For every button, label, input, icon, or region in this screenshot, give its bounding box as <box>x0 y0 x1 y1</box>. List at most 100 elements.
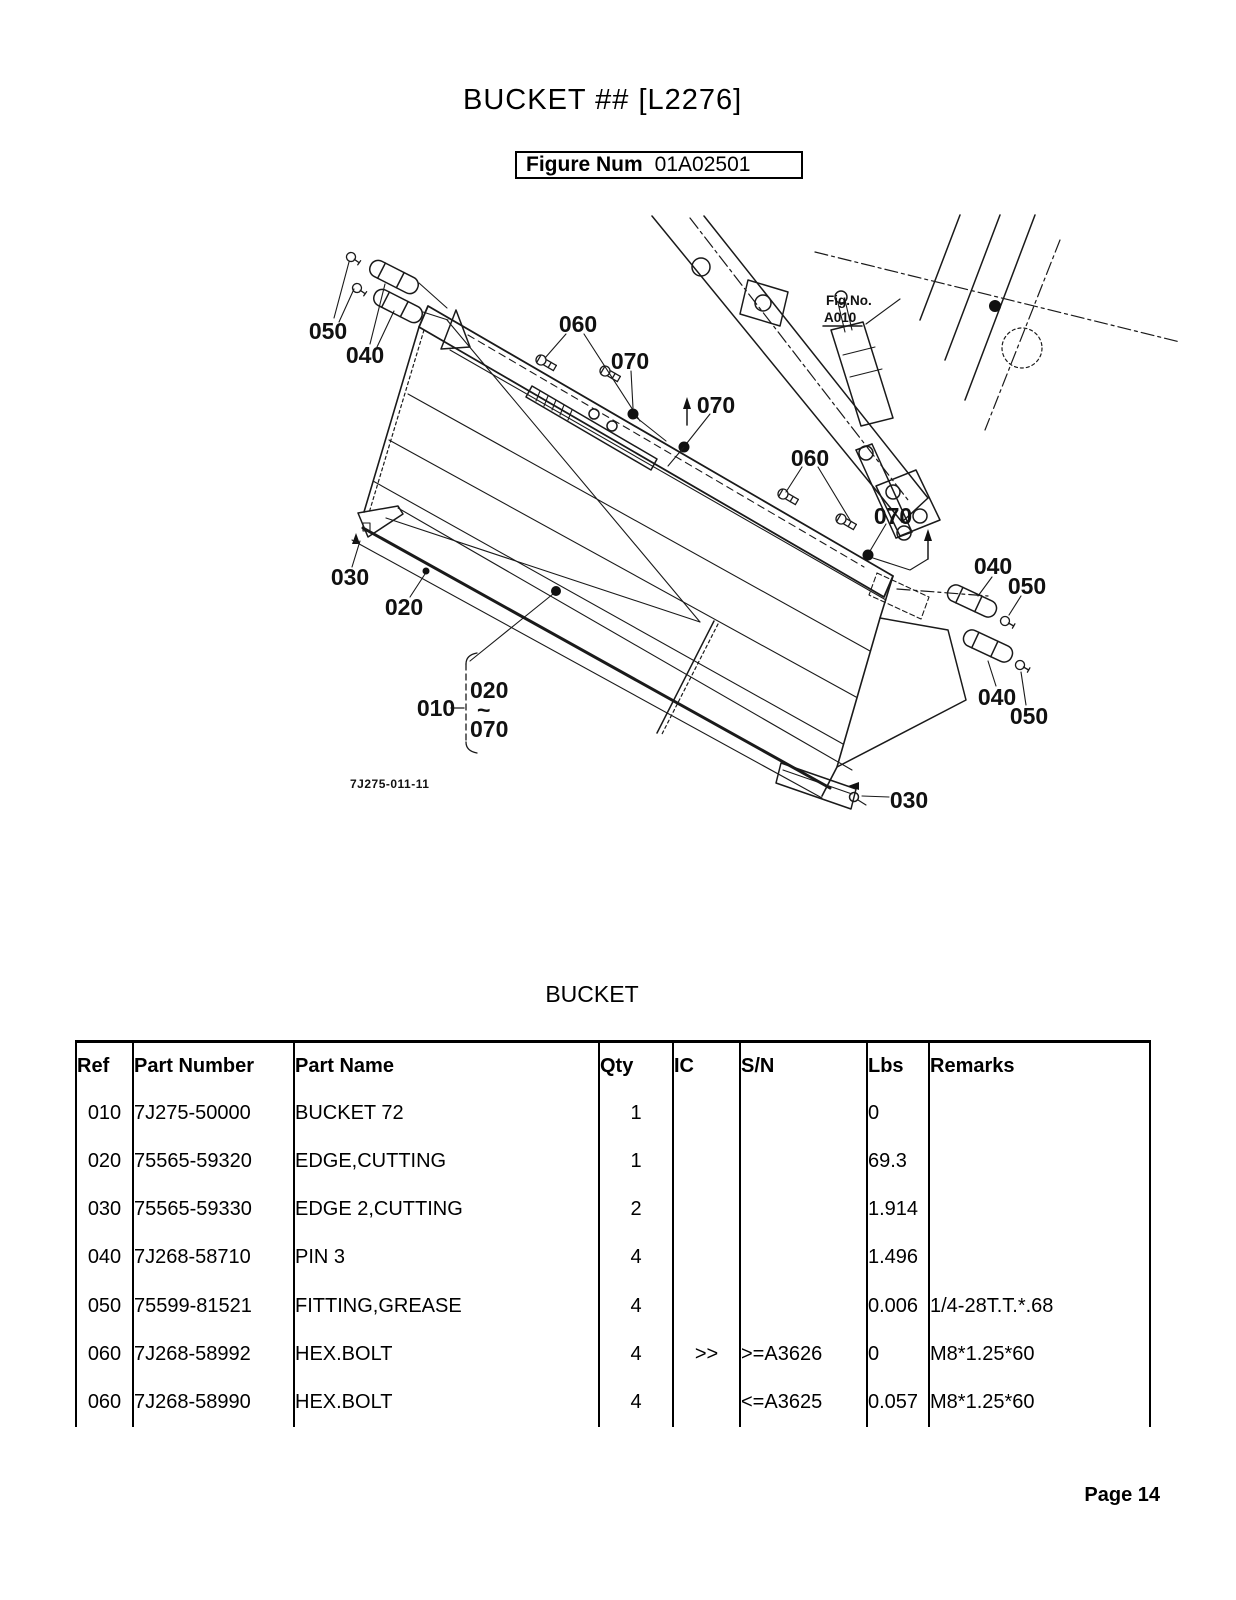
cell-ic <box>672 1137 740 1186</box>
cell-remarks <box>928 1233 1149 1283</box>
cell-part-number: 75565-59330 <box>132 1185 294 1234</box>
cutting-edge-end-plate <box>775 762 890 810</box>
figure-number-label: Figure Num <box>526 153 643 176</box>
cell-ic <box>672 1185 740 1234</box>
callout-040-right1: 040 <box>974 553 1012 579</box>
callout-070-middle: 070 <box>611 348 649 374</box>
table-row: 030 75565-59330 EDGE 2,CUTTING 2 1.914 <box>77 1185 1149 1234</box>
cell-part-number: 7J268-58992 <box>132 1330 294 1379</box>
table-row: 060 7J268-58992 HEX.BOLT 4 >> >=A3626 0 … <box>77 1330 1149 1379</box>
col-header-part-name: Part Name <box>293 1043 599 1089</box>
cell-part-name: FITTING,GREASE <box>293 1282 599 1331</box>
table-header-row: Ref Part Number Part Name Qty IC S/N Lbs… <box>77 1043 1149 1089</box>
cell-part-name: EDGE 2,CUTTING <box>293 1185 599 1234</box>
figure-number-value: 01A02501 <box>654 153 751 176</box>
parts-table-container: Ref Part Number Part Name Qty IC S/N Lbs… <box>75 1040 1151 1427</box>
cell-qty: 1 <box>598 1137 673 1186</box>
callout-040-topleft: 040 <box>346 342 384 368</box>
cell-ic: >> <box>672 1330 740 1379</box>
fig-ref-line1: Fig.No. <box>826 293 872 308</box>
callout-070-middle2: 070 <box>697 392 735 418</box>
cell-part-number: 75565-59320 <box>132 1137 294 1186</box>
callout-040-right2: 040 <box>978 684 1016 710</box>
callout-050-topleft: 050 <box>309 318 347 344</box>
cell-part-number: 75599-81521 <box>132 1282 294 1331</box>
cell-lbs: 0.006 <box>866 1282 929 1331</box>
cell-part-number: 7J268-58990 <box>132 1378 294 1427</box>
col-header-qty: Qty <box>598 1043 673 1089</box>
bucket-body <box>351 305 989 799</box>
cell-ic <box>672 1089 740 1138</box>
cell-part-name: PIN 3 <box>293 1233 599 1283</box>
cell-lbs: 1.914 <box>866 1185 929 1234</box>
col-header-lbs: Lbs <box>866 1043 929 1089</box>
cell-ic <box>672 1282 740 1331</box>
cell-lbs: 0 <box>866 1089 929 1138</box>
table-row: 050 75599-81521 FITTING,GREASE 4 0.006 1… <box>77 1282 1149 1331</box>
cell-sn <box>739 1185 867 1234</box>
cell-sn <box>739 1233 867 1283</box>
figure-number-box: Figure Num 01A02501 <box>515 151 803 179</box>
cell-remarks: M8*1.25*60 <box>928 1330 1149 1379</box>
callout-range-start: 020 <box>470 677 508 703</box>
callout-060-middle: 060 <box>559 311 597 337</box>
cell-ref: 020 <box>87 1149 122 1172</box>
cell-ref: 010 <box>87 1101 122 1124</box>
cell-ref: 050 <box>87 1294 122 1317</box>
callout-060-right: 060 <box>791 445 829 471</box>
table-row: 020 75565-59320 EDGE,CUTTING 1 69.3 <box>77 1137 1149 1186</box>
table-row: 040 7J268-58710 PIN 3 4 1.496 <box>77 1233 1149 1283</box>
cell-part-name: EDGE,CUTTING <box>293 1137 599 1186</box>
parts-table: Ref Part Number Part Name Qty IC S/N Lbs… <box>77 1043 1149 1427</box>
cell-sn: <=A3625 <box>739 1378 867 1427</box>
col-header-ic: IC <box>672 1043 740 1089</box>
cell-ref: 030 <box>87 1198 122 1221</box>
cell-lbs: 0.057 <box>866 1378 929 1427</box>
page-title: BUCKET ## [L2276] <box>463 84 743 116</box>
cell-sn <box>739 1089 867 1138</box>
callout-050-right2: 050 <box>1010 703 1048 729</box>
callout-range-tilde: ~ <box>477 697 490 723</box>
col-header-ref: Ref <box>77 1054 110 1077</box>
cell-part-name: BUCKET 72 <box>293 1089 599 1138</box>
cell-sn <box>739 1282 867 1331</box>
cell-qty: 4 <box>598 1233 673 1283</box>
cell-remarks <box>928 1137 1149 1186</box>
bolt-group-right <box>775 466 932 571</box>
cell-ref: 060 <box>87 1343 122 1366</box>
exploded-parts-diagram: Fig.No. A010 <box>309 214 1181 813</box>
cell-qty: 4 <box>598 1378 673 1427</box>
table-section-title: BUCKET <box>545 981 639 1007</box>
table-row: 060 7J268-58990 HEX.BOLT 4 <=A3625 0.057… <box>77 1378 1149 1427</box>
cell-qty: 4 <box>598 1282 673 1331</box>
cell-part-name: HEX.BOLT <box>293 1378 599 1427</box>
drawing-number: 7J275-011-11 <box>350 777 429 791</box>
bolt-group-middle <box>525 333 711 471</box>
assembly-callout-group <box>351 540 561 754</box>
col-header-remarks: Remarks <box>928 1043 1149 1089</box>
cell-qty: 1 <box>598 1089 673 1138</box>
table-row: 010 7J275-50000 BUCKET 72 1 0 <box>77 1089 1149 1138</box>
page-number: Page 14 <box>1084 1484 1160 1506</box>
callout-range-end: 070 <box>470 716 508 742</box>
cell-lbs: 0 <box>866 1330 929 1379</box>
cell-remarks: M8*1.25*60 <box>928 1378 1149 1427</box>
cell-ref: 060 <box>87 1391 122 1414</box>
cell-lbs: 69.3 <box>866 1137 929 1186</box>
col-header-sn: S/N <box>739 1043 867 1089</box>
callout-030-left: 030 <box>331 564 369 590</box>
callout-010-assembly: 010 <box>417 695 455 721</box>
callout-050-right1: 050 <box>1008 573 1046 599</box>
cell-sn: >=A3626 <box>739 1330 867 1379</box>
cell-remarks <box>928 1089 1149 1138</box>
pin-group-right <box>944 576 1032 706</box>
cell-ic <box>672 1233 740 1283</box>
cell-remarks: 1/4-28T.T.*.68 <box>928 1282 1149 1331</box>
cell-part-number: 7J275-50000 <box>132 1089 294 1138</box>
callout-030-bottomright: 030 <box>890 787 928 813</box>
cell-lbs: 1.496 <box>866 1233 929 1283</box>
fig-ref-line2: A010 <box>824 310 856 325</box>
cell-ic <box>672 1378 740 1427</box>
cell-part-name: HEX.BOLT <box>293 1330 599 1379</box>
